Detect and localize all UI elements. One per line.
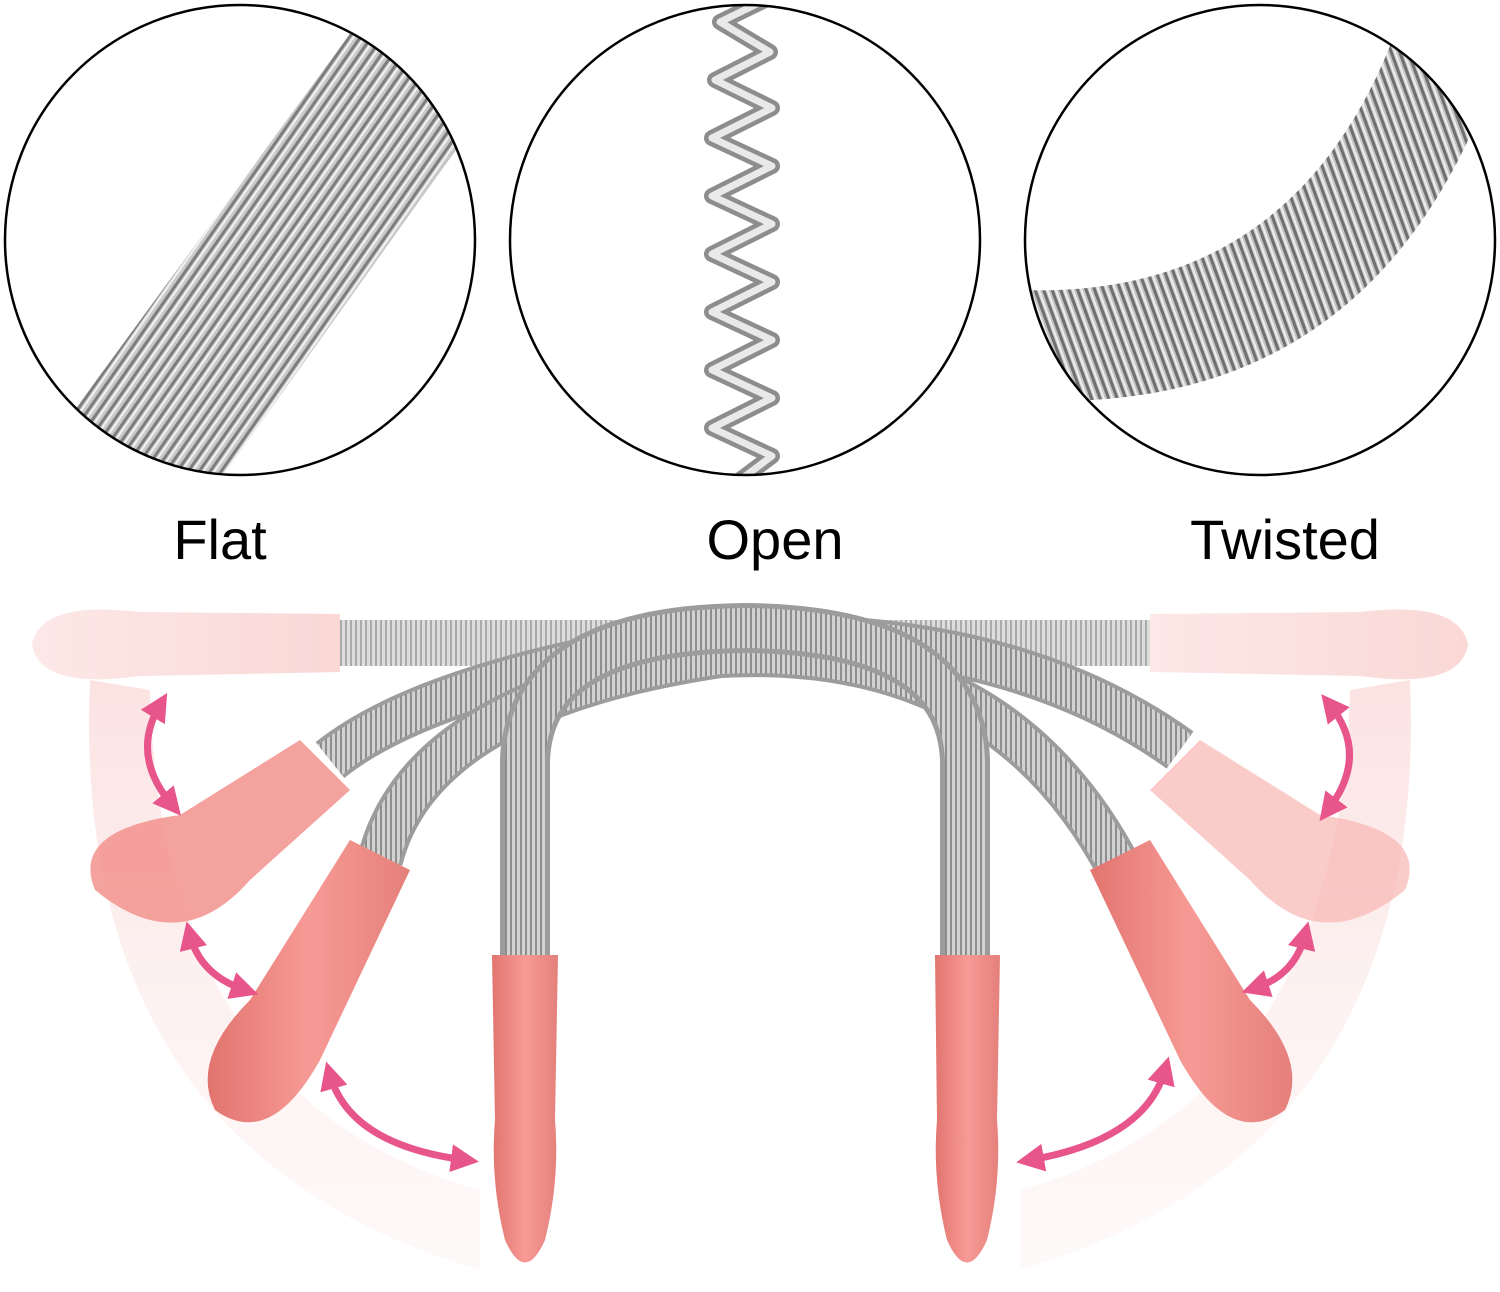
label-flat: Flat	[173, 508, 267, 571]
flat-coil-icon	[60, 20, 475, 475]
spring-position-wide	[90, 614, 1410, 923]
open-spring-closeup	[508, 3, 982, 477]
label-open: Open	[706, 508, 844, 571]
twisted-coil-icon	[1025, 20, 1495, 401]
double-arrow-icon	[1241, 921, 1316, 997]
motion-arc-left	[89, 680, 481, 1270]
open-coil-icon	[704, 5, 780, 475]
double-arrow-icon	[1016, 1056, 1175, 1172]
handle-middle-right	[1090, 840, 1293, 1123]
motion-arc-right	[1020, 680, 1411, 1270]
handle-wide-left	[90, 740, 351, 923]
handle-closed-right	[935, 955, 1000, 1263]
twisted-spring-closeup	[1023, 3, 1497, 477]
double-arrow-icon	[320, 1061, 479, 1173]
motion-arrows	[140, 692, 1353, 1173]
faded-handle-right	[1150, 609, 1468, 680]
double-arrow-icon	[140, 692, 182, 816]
flat-spring-closeup	[3, 3, 477, 477]
handle-wide-right	[1150, 740, 1410, 923]
handle-middle-left	[207, 840, 410, 1123]
double-arrow-icon	[1319, 694, 1353, 822]
spring-position-closed	[492, 602, 1000, 1263]
spring-position-middle	[207, 631, 1293, 1123]
double-arrow-icon	[179, 921, 259, 999]
label-twisted: Twisted	[1190, 508, 1380, 571]
handle-closed-left	[492, 955, 558, 1263]
faded-handle-left	[32, 609, 340, 680]
